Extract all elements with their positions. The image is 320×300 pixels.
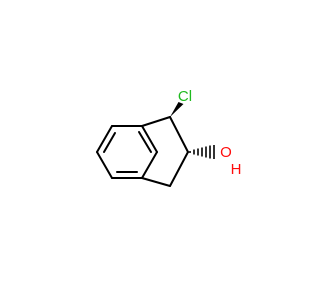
bond-c4-c5 xyxy=(96,125,113,153)
bond-c3-c7a xyxy=(141,177,171,187)
bond-c1-c2 xyxy=(169,116,189,153)
bond-c7a-c3a xyxy=(141,125,158,153)
bond-inner-c4-c5 xyxy=(103,132,116,153)
oxygen-label: O xyxy=(220,144,232,161)
bond-c2-c3 xyxy=(169,151,189,187)
hydrogen-label: H xyxy=(231,161,242,178)
chlorine-label: Cl xyxy=(178,88,192,105)
bond-inner-c7a-c3a xyxy=(138,131,152,153)
bond-c3a-c1 xyxy=(141,116,171,127)
wedge-bond-c1-cl xyxy=(170,102,184,117)
molecule-diagram: Cl O H xyxy=(96,88,242,187)
hash-bond-c2-o xyxy=(189,145,215,159)
skeleton-bonds xyxy=(96,116,189,187)
bond-c5-c6 xyxy=(96,151,113,179)
bond-c7-c7a xyxy=(141,151,158,179)
